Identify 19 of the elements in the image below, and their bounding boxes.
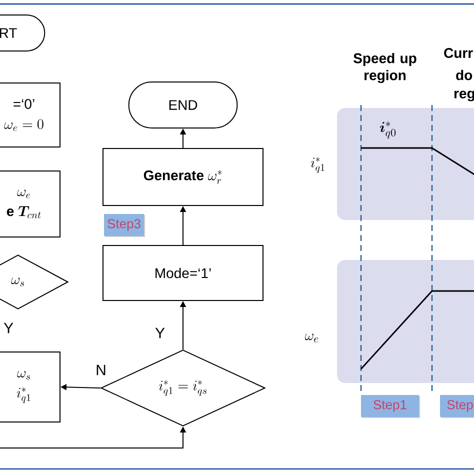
terminal-box: END bbox=[128, 82, 238, 128]
process-box: =‘0’ $\omega_e = 0$ bbox=[0, 82, 60, 148]
edge-label: Y bbox=[154, 326, 166, 340]
step-label: Step3 bbox=[104, 214, 145, 237]
axis-label: $\omega_e$ bbox=[304, 334, 318, 342]
branch-label: Y bbox=[4, 322, 14, 334]
region-heading: Speed up region bbox=[354, 52, 416, 84]
process-box: $\omega_s$ $i_{q1}^{*}$ bbox=[0, 352, 60, 422]
process-box: $\omega_e$ $\textbf{e}\ \boldsymbol{T}_{cnt}$ bbox=[0, 170, 60, 238]
region-heading: Curr bbox=[444, 48, 473, 58]
curve-label: $\boldsymbol{i}_{q0}^{*}$ bbox=[380, 122, 396, 138]
process-box: $\textbf{Generate}\ \omega_r^{*}$ bbox=[102, 148, 264, 206]
process-box: Mode=‘1’ bbox=[102, 245, 264, 301]
step-label: Step1 bbox=[361, 395, 420, 418]
region-heading: reg bbox=[454, 90, 474, 102]
terminal-box: RT bbox=[0, 14, 46, 52]
step-label: Step bbox=[440, 395, 474, 418]
axis-label: $i_{q1}^{*}$ bbox=[310, 157, 324, 173]
region-heading: do bbox=[456, 70, 472, 80]
